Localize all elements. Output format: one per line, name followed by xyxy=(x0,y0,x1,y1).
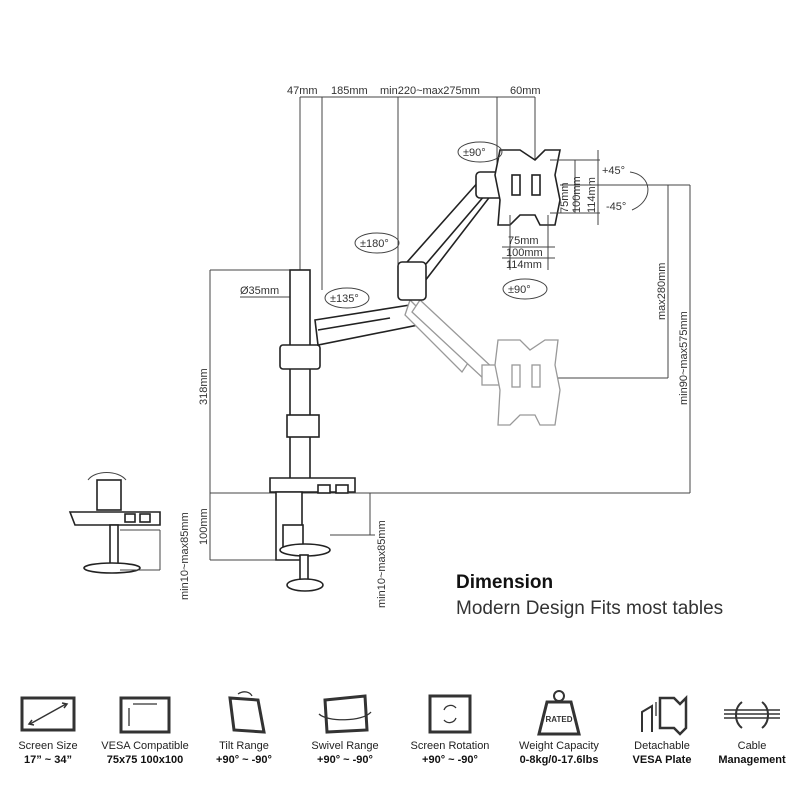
upper-arm xyxy=(397,171,507,301)
svg-text:±180°: ±180° xyxy=(360,238,389,250)
feature-value: +90° ~ -90° xyxy=(422,754,478,766)
feature-value: 0-8kg/0-17.6lbs xyxy=(519,754,599,766)
feature-value: +90° ~ -90° xyxy=(216,754,272,766)
rotation-badge-135: ±135° xyxy=(324,287,370,309)
feature-label: Screen Rotation xyxy=(410,740,490,752)
feature-vesa-plate: Detachable VESA Plate xyxy=(614,688,710,767)
dim-diameter-35mm: Ø35mm xyxy=(240,285,279,297)
dim-clamp-right: min10~max85mm xyxy=(376,520,388,608)
vesa-plate-upper xyxy=(494,149,561,226)
right-dimension-lines xyxy=(555,184,691,493)
feature-tilt: Tilt Range +90° ~ -90° xyxy=(196,688,292,767)
feature-strip: Screen Size 17” ~ 34” VESA Compatible 75… xyxy=(0,688,800,788)
desk-clamp xyxy=(269,477,356,592)
vesa-icon xyxy=(113,688,177,738)
weight-icon: RATED xyxy=(527,688,591,738)
dim-vesa-75-horizontal: 75mm xyxy=(508,235,539,247)
dim-max280mm: max280mm xyxy=(656,263,668,320)
svg-text:+45°: +45° xyxy=(602,165,625,177)
dim-47mm: 47mm xyxy=(287,85,318,97)
feature-value: VESA Plate xyxy=(632,754,692,766)
dim-vesa-114-horizontal: 114mm xyxy=(506,259,542,271)
dim-vesa-100-vertical: 100mm xyxy=(571,176,583,213)
dim-vesa-114-vertical: 114mm xyxy=(586,177,598,213)
feature-label: Tilt Range xyxy=(219,740,269,752)
dim-100mm: 100mm xyxy=(198,508,210,545)
swivel-icon xyxy=(313,688,377,738)
small-clamp-detail xyxy=(68,472,161,574)
cable-icon xyxy=(720,688,784,738)
section-title: Dimension xyxy=(456,572,554,593)
feature-weight: RATED Weight Capacity 0-8kg/0-17.6lbs xyxy=(511,688,607,767)
rated-badge: RATED xyxy=(546,715,573,724)
screen-size-icon xyxy=(16,688,80,738)
feature-vesa: VESA Compatible 75x75 100x100 xyxy=(97,688,193,767)
monitor-arm-diagram: 47mm 185mm min220~max275mm 60mm 318mm 10… xyxy=(68,85,691,608)
section-subtitle: Modern Design Fits most tables xyxy=(456,598,724,619)
feature-label: Swivel Range xyxy=(311,740,379,752)
rotation-badge-90-bottom: ±90° xyxy=(502,278,548,300)
feature-screen-size: Screen Size 17” ~ 34” xyxy=(0,688,96,767)
feature-rotation: Screen Rotation +90° ~ -90° xyxy=(402,688,498,767)
feature-cable: Cable Management xyxy=(704,688,800,767)
feature-value: Management xyxy=(718,754,786,766)
dim-318mm: 318mm xyxy=(198,368,210,405)
dim-60mm: 60mm xyxy=(510,85,541,97)
dim-220-275mm: min220~max275mm xyxy=(380,85,480,97)
dim-clamp-left: min10~max85mm xyxy=(179,512,191,600)
svg-text:-45°: -45° xyxy=(606,201,626,213)
rotation-badge-180: ±180° xyxy=(354,232,400,254)
svg-text:±90°: ±90° xyxy=(508,284,531,296)
svg-text:±135°: ±135° xyxy=(330,293,359,305)
feature-label: Detachable xyxy=(634,740,690,752)
feature-label: VESA Compatible xyxy=(101,740,189,752)
feature-swivel: Swivel Range +90° ~ -90° xyxy=(297,688,393,767)
feature-label: Screen Size xyxy=(18,740,78,752)
vesa-plate-icon xyxy=(630,688,694,738)
svg-text:±90°: ±90° xyxy=(463,147,486,159)
vesa-plate-lower xyxy=(494,339,561,426)
feature-label: Cable xyxy=(737,740,767,752)
feature-value: 75x75 100x100 xyxy=(106,754,184,766)
feature-label: Weight Capacity xyxy=(519,740,599,752)
lower-arm xyxy=(314,304,420,346)
top-dimension-lines xyxy=(299,96,536,290)
tilt-icon xyxy=(212,688,276,738)
dim-vesa-100-horizontal: 100mm xyxy=(506,247,543,259)
dim-vesa-75-vertical: 75mm xyxy=(559,182,571,213)
rotation-icon xyxy=(418,688,482,738)
arm-ghost-position xyxy=(404,298,507,386)
pole xyxy=(279,269,321,481)
feature-value: +90° ~ -90° xyxy=(317,754,373,766)
tilt-badge: +45° -45° xyxy=(602,165,649,213)
rotation-badge-90-top: ±90° xyxy=(457,141,503,163)
dim-min90-max575mm: min90~max575mm xyxy=(678,311,690,405)
dim-185mm: 185mm xyxy=(331,85,368,97)
feature-value: 17” ~ 34” xyxy=(23,754,72,766)
